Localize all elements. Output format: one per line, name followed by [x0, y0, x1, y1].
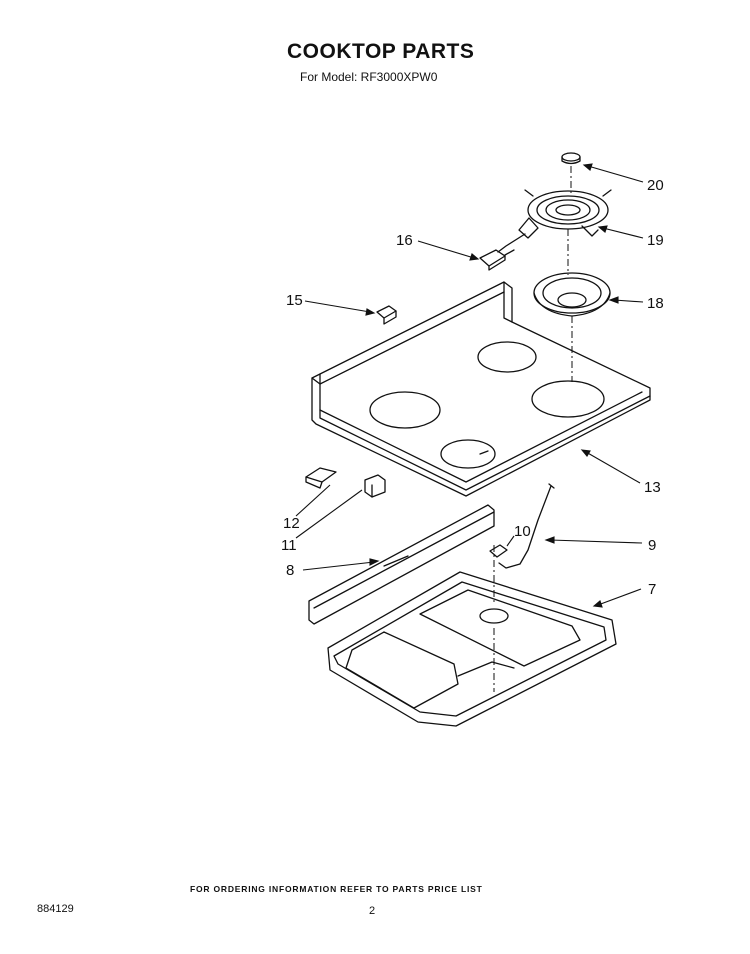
- part-8-front-strip: [308, 504, 495, 625]
- part-12-bracket: [305, 467, 337, 489]
- callout-13: 13: [644, 479, 661, 496]
- callout-12: 12: [283, 515, 300, 532]
- page-number: 2: [369, 905, 376, 917]
- callout-7: 7: [648, 581, 656, 598]
- callout-20: 20: [647, 177, 664, 194]
- callout-16: 16: [396, 232, 413, 249]
- model-subtitle: For Model: RF3000XPW0: [300, 70, 438, 84]
- callout-9: 9: [648, 537, 656, 554]
- document-id: 884129: [37, 903, 74, 915]
- part-19-surface-element: [497, 189, 612, 253]
- ordering-note: FOR ORDERING INFORMATION REFER TO PARTS …: [190, 884, 483, 894]
- page-title: COOKTOP PARTS: [287, 40, 475, 63]
- part-16-terminal-block: [479, 249, 515, 271]
- leader-lines: [295, 163, 644, 608]
- part-7-burner-box: [327, 571, 617, 727]
- callout-10: 10: [514, 523, 531, 540]
- part-9-wire: [498, 483, 555, 569]
- callout-8: 8: [286, 562, 294, 579]
- callout-11: 11: [281, 537, 297, 554]
- part-10-grommet: [489, 544, 508, 558]
- part-13-cooktop: [311, 281, 651, 497]
- alignment-lines: [493, 166, 573, 692]
- part-11-switch: [364, 474, 386, 498]
- part-20-cap: [561, 152, 581, 165]
- callout-15: 15: [286, 292, 303, 309]
- part-18-drip-bowl: [533, 272, 611, 317]
- part-15-clip: [376, 305, 397, 325]
- callout-18: 18: [647, 295, 664, 312]
- callout-19: 19: [647, 232, 664, 249]
